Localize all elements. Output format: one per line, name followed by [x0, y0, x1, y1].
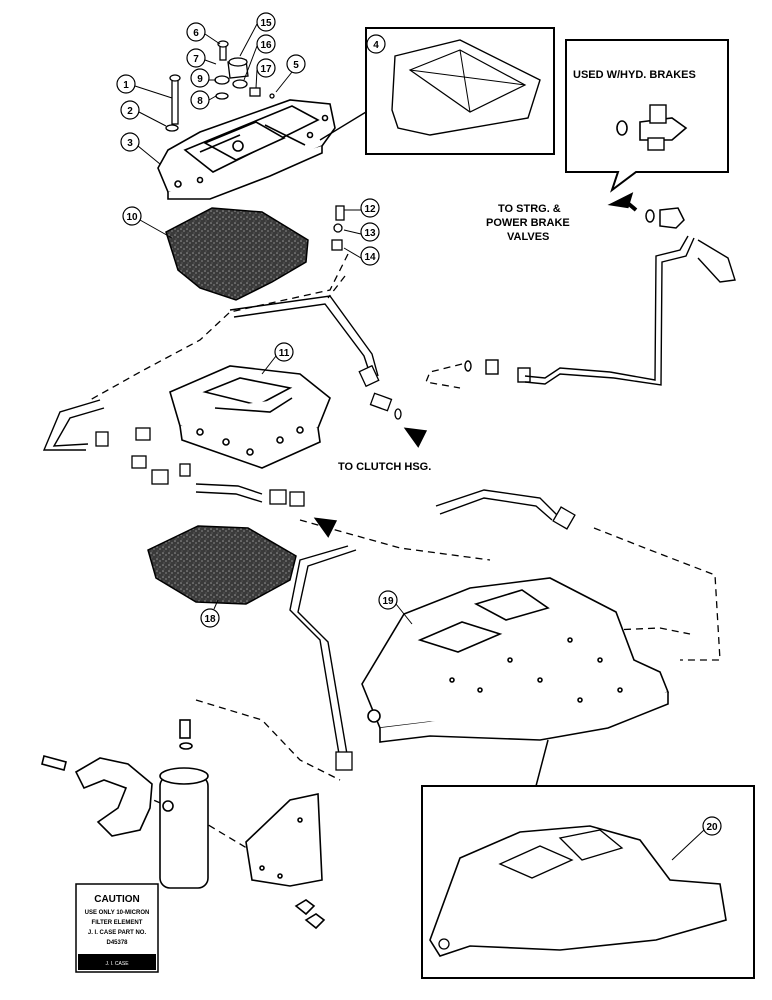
- callout-15: 15: [256, 12, 276, 32]
- arrow-up-left: [607, 192, 638, 212]
- fittings: [95, 364, 576, 771]
- svg-text:19: 19: [382, 596, 394, 607]
- callout-2: 2: [120, 100, 140, 120]
- svg-text:1: 1: [123, 80, 129, 91]
- callouts: 1 2 3 4 5 6 7 8 9 10 11 12 13 14 15 16 1…: [116, 12, 722, 836]
- svg-text:7: 7: [193, 54, 199, 65]
- callout-17: 17: [256, 58, 276, 78]
- callout-12: 12: [360, 198, 380, 218]
- detail-box-4: [319, 27, 555, 155]
- callout-5: 5: [286, 54, 306, 74]
- caution-title: CAUTION: [94, 894, 140, 905]
- callout-19: 19: [378, 590, 398, 610]
- small-parts: [165, 40, 345, 251]
- callout-20: 20: [702, 816, 722, 836]
- svg-text:15: 15: [260, 18, 272, 29]
- callout-4: 4: [366, 34, 386, 54]
- arrow-right-1: [403, 427, 428, 448]
- steering-tube: [464, 235, 736, 386]
- valve-body: [169, 365, 331, 469]
- callout-9: 9: [190, 68, 210, 88]
- hyd-brakes-box: [565, 39, 729, 193]
- detail-box-20: [421, 785, 755, 979]
- svg-text:9: 9: [197, 74, 203, 85]
- callout-10: 10: [122, 206, 142, 226]
- svg-text:3: 3: [127, 138, 133, 149]
- cover-plate: [157, 99, 336, 200]
- arrow-right-2: [313, 517, 338, 538]
- svg-text:8: 8: [197, 96, 203, 107]
- caution-line-4: D45378: [106, 940, 128, 946]
- callout-3: 3: [120, 132, 140, 152]
- svg-text:18: 18: [204, 614, 216, 625]
- clutch-label: TO CLUTCH HSG.: [338, 461, 431, 473]
- svg-text:20: 20: [706, 822, 718, 833]
- caution-line-3: J. I. CASE PART NO.: [88, 930, 147, 936]
- svg-text:11: 11: [279, 348, 290, 359]
- caution-label: CAUTION USE ONLY 10-MICRON FILTER ELEMEN…: [75, 883, 159, 973]
- hyd-brakes-label: USED W/HYD. BRAKES: [573, 69, 696, 81]
- strg-label-line2: POWER BRAKE: [486, 217, 570, 229]
- svg-text:5: 5: [293, 60, 299, 71]
- leader-20: [535, 739, 549, 787]
- svg-text:6: 6: [193, 28, 199, 39]
- gasket-10: [165, 207, 309, 301]
- callout-1: 1: [116, 74, 136, 94]
- caution-line-1: USE ONLY 10-MICRON: [85, 910, 150, 916]
- svg-text:14: 14: [364, 252, 376, 263]
- callout-leaders: [134, 23, 705, 861]
- filter-assembly: [41, 719, 326, 930]
- tee-fitting: [645, 207, 685, 229]
- callout-7: 7: [186, 48, 206, 68]
- svg-text:4: 4: [373, 40, 379, 51]
- callout-8: 8: [190, 90, 210, 110]
- callout-6: 6: [186, 22, 206, 42]
- svg-text:17: 17: [260, 64, 272, 75]
- svg-text:13: 13: [364, 228, 376, 239]
- svg-text:2: 2: [127, 106, 133, 117]
- callout-16: 16: [256, 34, 276, 54]
- svg-text:12: 12: [364, 204, 376, 215]
- strg-label-line3: VALVES: [507, 231, 549, 243]
- caution-footer: J. I. CASE: [105, 961, 129, 967]
- gasket-18: [147, 525, 297, 605]
- valve-tubes: [42, 295, 559, 761]
- plate-19: [361, 577, 670, 743]
- svg-text:16: 16: [260, 40, 272, 51]
- caution-line-2: FILTER ELEMENT: [92, 920, 143, 926]
- strg-label-line1: TO STRG. &: [498, 203, 561, 215]
- svg-text:10: 10: [126, 212, 138, 223]
- callout-14: 14: [360, 246, 380, 266]
- callout-18: 18: [200, 608, 220, 628]
- callout-11: 11: [274, 342, 294, 362]
- callout-13: 13: [360, 222, 380, 242]
